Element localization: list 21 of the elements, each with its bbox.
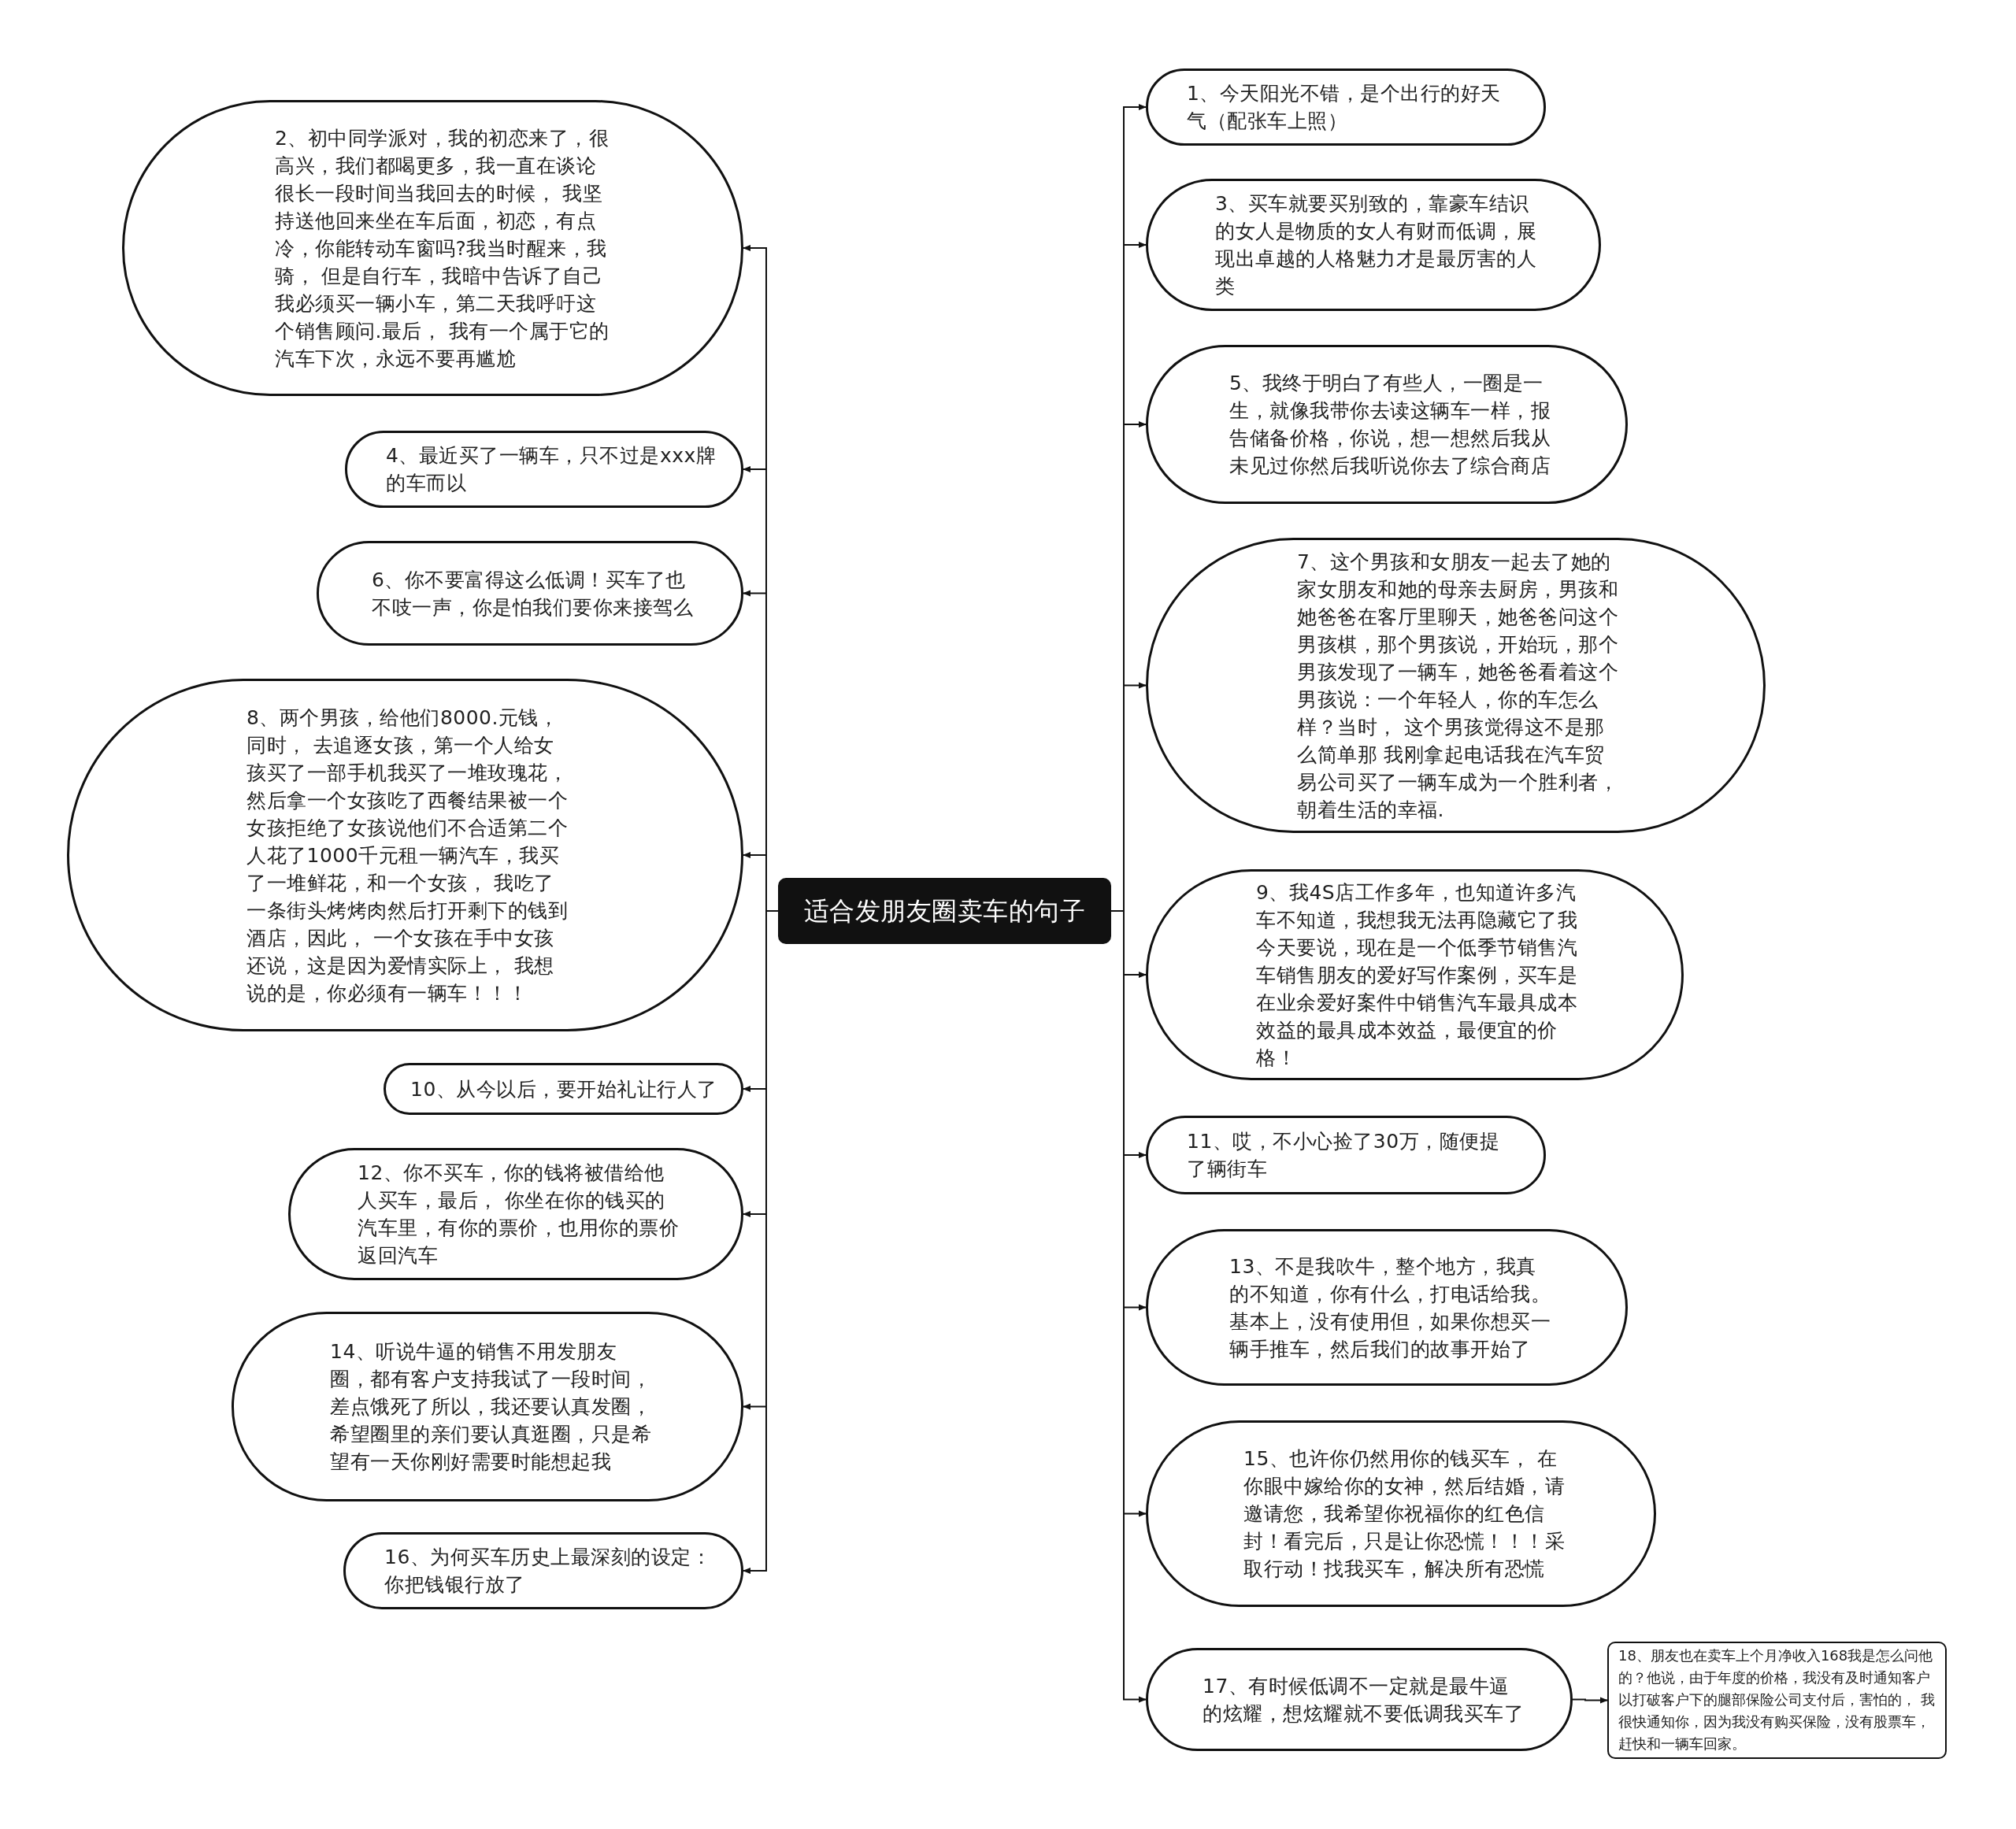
topic-text: 4、最近买了一辆车，只不过是xxx牌的车而以: [386, 443, 717, 496]
topic-text: 9、我4S店工作多年，也知道许多汽车不知道，我想我无法再隐藏它了我今天要说，现在是一个低季节销售汽车销售朋友的爱好写作案例，买车是在业余爱好案件中销售汽车最具成本效益的最具成本效益，最便宜的价格！: [1256, 879, 1578, 1071]
topic-text: 5、我终于明白了有些人，一圈是一生，就像我带你去读这辆车一样，报告储备价格，你说，想一想然后我从未见过你然后我听说你去了综合商店: [1229, 371, 1551, 479]
topic-text: 13、不是我吹牛，整个地方，我真的不知道，你有什么，打电话给我。基本上，没有使用但，如果你想买一辆手推车，然后我们的故事开始了: [1229, 1253, 1551, 1362]
topic-text: 1、今天阳光不错，是个出行的好天气（配张车上照）: [1187, 81, 1502, 134]
topic-text: 14、听说牛逼的销售不用发朋友圈，都有客户支持我试了一段时间，差点饿死了所以，我还要认真发圈，希望圈里的亲们要认真逛圈，只是希望有一天你刚好需要时能想起我: [330, 1339, 652, 1475]
topic-text: 8、两个男孩，给他们8000.元钱，同时， 去追逐女孩，第一个人给女孩买了一部手机我买了一堆玫瑰花，然后拿一个女孩吃了西餐结果被一个女孩拒绝了女孩说他们不合适第二个人花了1000千元租一辆汽车，我买了一堆鲜花，和一个女孩， 我吃了一条街头烤烤肉然后打开剩下的钱到酒店，因此， 一个女孩在手中女孩还说，这是因为爱情实际上， 我想说的是，你必须有一辆车！！！: [246, 705, 569, 1006]
topic-title: 适合发朋友圈卖车的句子: [803, 895, 1086, 927]
topic-text: 2、初中同学派对，我的初恋来了，很高兴，我们都喝更多，我一直在谈论很长一段时间当我回去的时候， 我坚持送他回来坐在车后面，初恋，有点冷，你能转动车窗吗?我当时醒来，我骑， 但是自行车，我暗中告诉了自己我必须买一辆小车，第二天我呼吁这个销售顾问.最后， 我有一个属于它的汽车下次，永远不要再尴尬: [275, 125, 610, 372]
topic-text: 10、从今以后，要开始礼让行人了: [410, 1076, 718, 1102]
topic-text: 16、为何买车历史上最深刻的设定：你把钱银行放了: [384, 1545, 713, 1598]
topic-text: 3、买车就要买别致的，靠豪车结识的女人是物质的女人有财而低调，展现出卓越的人格魅力才是最厉害的人类: [1215, 191, 1537, 299]
topic-text: 11、哎，不小心捡了30万，随便提了辆街车: [1187, 1129, 1501, 1182]
central-topic-box: [778, 878, 1111, 944]
topic-text: 6、你不要富得这么低调！买车了也不吱一声，你是怕我们要你来接驾么: [372, 567, 694, 620]
topic-text: 18、朋友也在卖车上个月净收入168我是怎么问他的？他说，由于年度的价格，我没有及时通知客户以打破客户下的腿部保险公司支付后，害怕的， 我很快通知你，因为我没有购买保险，没有股票车，赶快和一辆车回家。: [1618, 1646, 1936, 1753]
topic-text: 12、你不买车，你的钱将被借给他人买车，最后， 你坐在你的钱买的汽车里，有你的票价，也用你的票价返回汽车: [358, 1161, 680, 1268]
topic-text: 15、也许你仍然用你的钱买车， 在你眼中嫁给你的女神，然后结婚，请邀请您，我希望你祝福你的红色信封！看完后，只是让你恐慌！！！采取行动！找我买车，解决所有恐慌: [1243, 1446, 1566, 1582]
topic-text: 17、有时候低调不一定就是最牛逼的炫耀，想炫耀就不要低调我买车了: [1203, 1673, 1525, 1727]
topic-text: 7、这个男孩和女朋友一起去了她的家女朋友和她的母亲去厨房，男孩和她爸爸在客厅里聊天，她爸爸问这个男孩棋，那个男孩说，开始玩，那个男孩发现了一辆车，她爸爸看着这个男孩说：一个年轻人，你的车怎么样？当时， 这个男孩觉得这不是那么简单那 我刚拿起电话我在汽车贸易公司买了一辆车成为一个胜利者，朝着生活的幸福.: [1297, 549, 1619, 823]
connector-arrow: [1572, 1697, 1608, 1704]
